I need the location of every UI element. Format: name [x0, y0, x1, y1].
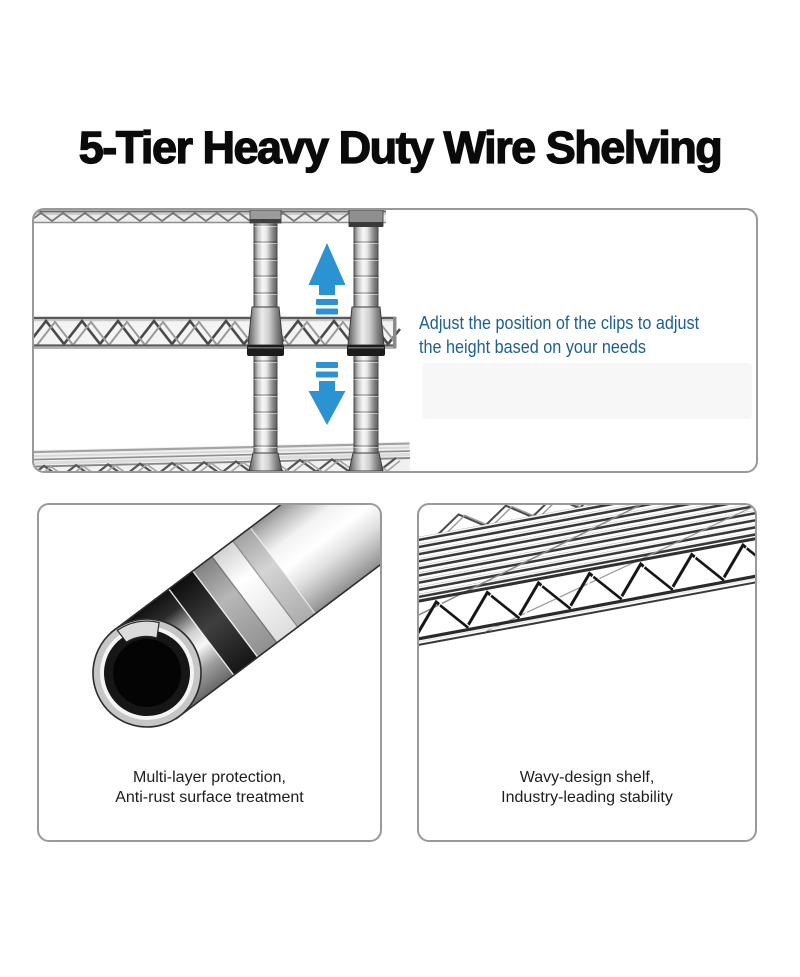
- feature-caption-line2: Industry-leading stability: [501, 789, 673, 806]
- page-title: 5-Tier Heavy Duty Wire Shelving: [78, 121, 723, 173]
- left-pole: [247, 210, 284, 471]
- up-arrow-icon: [308, 243, 346, 315]
- top-shelf: [34, 210, 386, 224]
- feature-caption-shelf: Wavy-design shelf, Industry-leading stab…: [419, 768, 755, 808]
- shelving-photo: [34, 210, 411, 471]
- adjust-caption-line2: the height based on your needs: [419, 337, 646, 357]
- middle-shelf: [34, 316, 402, 349]
- feature-caption-line1: Wavy-design shelf,: [519, 769, 655, 786]
- wire-shelf-image: [419, 505, 755, 647]
- background-artifact: [422, 363, 752, 419]
- tube-cutaway: [92, 505, 380, 728]
- down-arrow-icon: [308, 362, 346, 425]
- wire-shelf: [419, 505, 755, 647]
- right-pole: [347, 210, 385, 471]
- feature-caption-protection: Multi-layer protection, Anti-rust surfac…: [39, 768, 380, 808]
- height-adjust-panel: Adjust the position of the clips to adju…: [32, 208, 758, 473]
- feature-card-protection: Multi-layer protection, Anti-rust surfac…: [37, 503, 382, 842]
- feature-caption-line1: Multi-layer protection,: [133, 769, 286, 786]
- adjust-caption: Adjust the position of the clips to adju…: [419, 311, 699, 359]
- tube-cutaway-image: [92, 505, 380, 728]
- adjust-caption-line1: Adjust the position of the clips to adju…: [419, 313, 700, 333]
- feature-card-shelf: Wavy-design shelf, Industry-leading stab…: [417, 503, 757, 842]
- bottom-shelf: [34, 441, 411, 471]
- feature-caption-line2: Anti-rust surface treatment: [115, 789, 304, 806]
